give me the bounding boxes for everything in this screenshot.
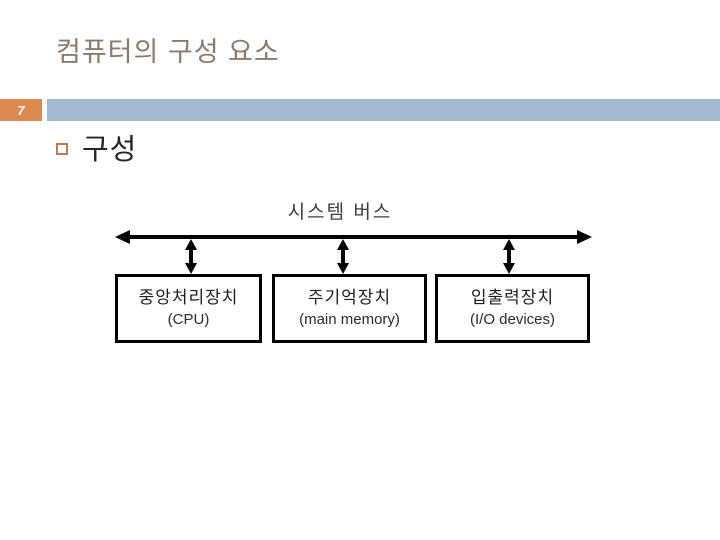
system-bus-label: 시스템 버스	[287, 202, 393, 223]
io-devices-box: 입출력장치 (I/O devices)	[435, 274, 590, 343]
io-devices-box-name: 입출력장치	[470, 287, 555, 307]
bus-arrowhead-right	[577, 230, 592, 244]
bullet-item: 구성	[56, 126, 137, 168]
cpu-vertical-arrow	[185, 239, 197, 274]
memory-vertical-arrow	[337, 239, 349, 274]
cpu-box: 중앙처리장치 (CPU)	[115, 274, 262, 343]
bus-horizontal-arrow	[115, 230, 592, 244]
cpu-box-name: 중앙처리장치	[138, 287, 239, 307]
page-number: 7	[17, 102, 25, 118]
io-arrowhead-down	[503, 263, 515, 274]
page-number-box: 7	[0, 99, 42, 121]
cpu-arrowhead-down	[185, 263, 197, 274]
header-bar	[47, 99, 720, 121]
main-memory-box-name: 주기억장치	[307, 287, 392, 307]
io-devices-box-sublabel: (I/O devices)	[469, 310, 556, 328]
bullet-label: 구성	[82, 134, 138, 166]
slide-title: 컴퓨터의 구성 요소	[56, 37, 280, 67]
io-arrowhead-up	[503, 239, 515, 250]
cpu-arrowhead-up	[185, 239, 197, 250]
main-memory-box-sublabel: (main memory)	[299, 310, 400, 328]
memory-arrowhead-up	[337, 239, 349, 250]
io-vertical-arrow	[503, 239, 515, 274]
square-bullet-icon	[56, 143, 68, 155]
bus-arrowhead-left	[115, 230, 130, 244]
memory-arrowhead-down	[337, 263, 349, 274]
cpu-box-sublabel: (CPU)	[167, 310, 210, 328]
main-memory-box: 주기억장치 (main memory)	[272, 274, 427, 343]
